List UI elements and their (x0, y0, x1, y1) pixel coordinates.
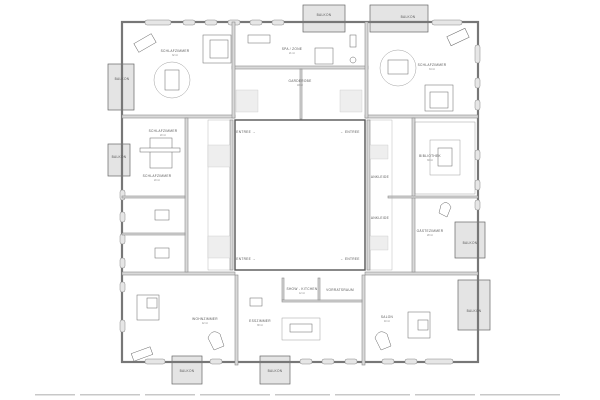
room-area: 42 m² (202, 322, 208, 325)
room-area: 30 m² (427, 159, 433, 162)
room-label: GARDEROBE (288, 79, 311, 83)
balcony-label: BALKON (180, 369, 195, 373)
balcony-east-2 (457, 279, 491, 331)
entrance-label: ENTREE → (236, 257, 255, 261)
bathrooms (207, 89, 389, 259)
room-label: ESSZIMMER (249, 319, 271, 323)
room-label: ANKLEIDE (371, 175, 389, 179)
balcony-south-1 (171, 355, 203, 385)
room-label: SCHLAFZIMMER (418, 63, 447, 67)
balconies (107, 4, 491, 385)
room-area: 20 m² (154, 179, 160, 182)
room-label: GÄSTEZIMMER (417, 229, 444, 233)
caption-strip (35, 394, 560, 396)
room-area: 32 m² (172, 54, 178, 57)
room-label: VORRATSRAUM (326, 288, 354, 292)
entrance-label: ← ENTREE (340, 130, 359, 134)
room-label: SCHLAFZIMMER (161, 49, 190, 53)
balcony-label: BALKON (268, 369, 283, 373)
balcony-west-2 (107, 143, 131, 177)
room-area: 20 m² (160, 134, 166, 137)
balcony-label: BALKON (401, 15, 416, 19)
room-area: 34 m² (429, 68, 435, 71)
room-area: 40 m² (384, 320, 390, 323)
interior-walls (121, 21, 479, 366)
room-area: 18 m² (297, 84, 303, 87)
room-labels: SCHLAFZIMMER 32 m² SPA / ZONE 21 m² GARD… (112, 13, 482, 373)
balcony-label: BALKON (317, 13, 332, 17)
balcony-north-1 (302, 4, 346, 33)
room-label: SCHLAFZIMMER (143, 174, 172, 178)
balcony-label: BALKON (467, 309, 482, 313)
room-label: BIBLIOTHEK (419, 154, 441, 158)
room-label: SHOW - KITCHEN (287, 287, 318, 291)
balcony-label: BALKON (115, 77, 130, 81)
balcony-south-2 (259, 355, 291, 385)
courtyard (234, 119, 366, 271)
room-label: ANKLEIDE (371, 216, 389, 220)
outer-walls (119, 19, 481, 365)
room-area: 28 m² (427, 234, 433, 237)
room-area: 38 m² (257, 324, 263, 327)
entrance-label: ← ENTREE (340, 257, 359, 261)
balcony-label: BALKON (112, 155, 127, 159)
room-area: 21 m² (289, 52, 295, 55)
balcony-north-2 (369, 4, 429, 33)
balcony-label: BALKON (463, 241, 478, 245)
furniture (130, 27, 476, 362)
room-area: 12 m² (299, 292, 305, 295)
room-label: WOHNZIMMER (192, 317, 218, 321)
entrance-label: ENTREE → (236, 130, 255, 134)
room-label: SPA / ZONE (282, 47, 302, 51)
room-label: SCHLAFZIMMER (149, 129, 178, 133)
balcony-east-1 (454, 221, 486, 259)
room-label: SALON (381, 315, 394, 319)
